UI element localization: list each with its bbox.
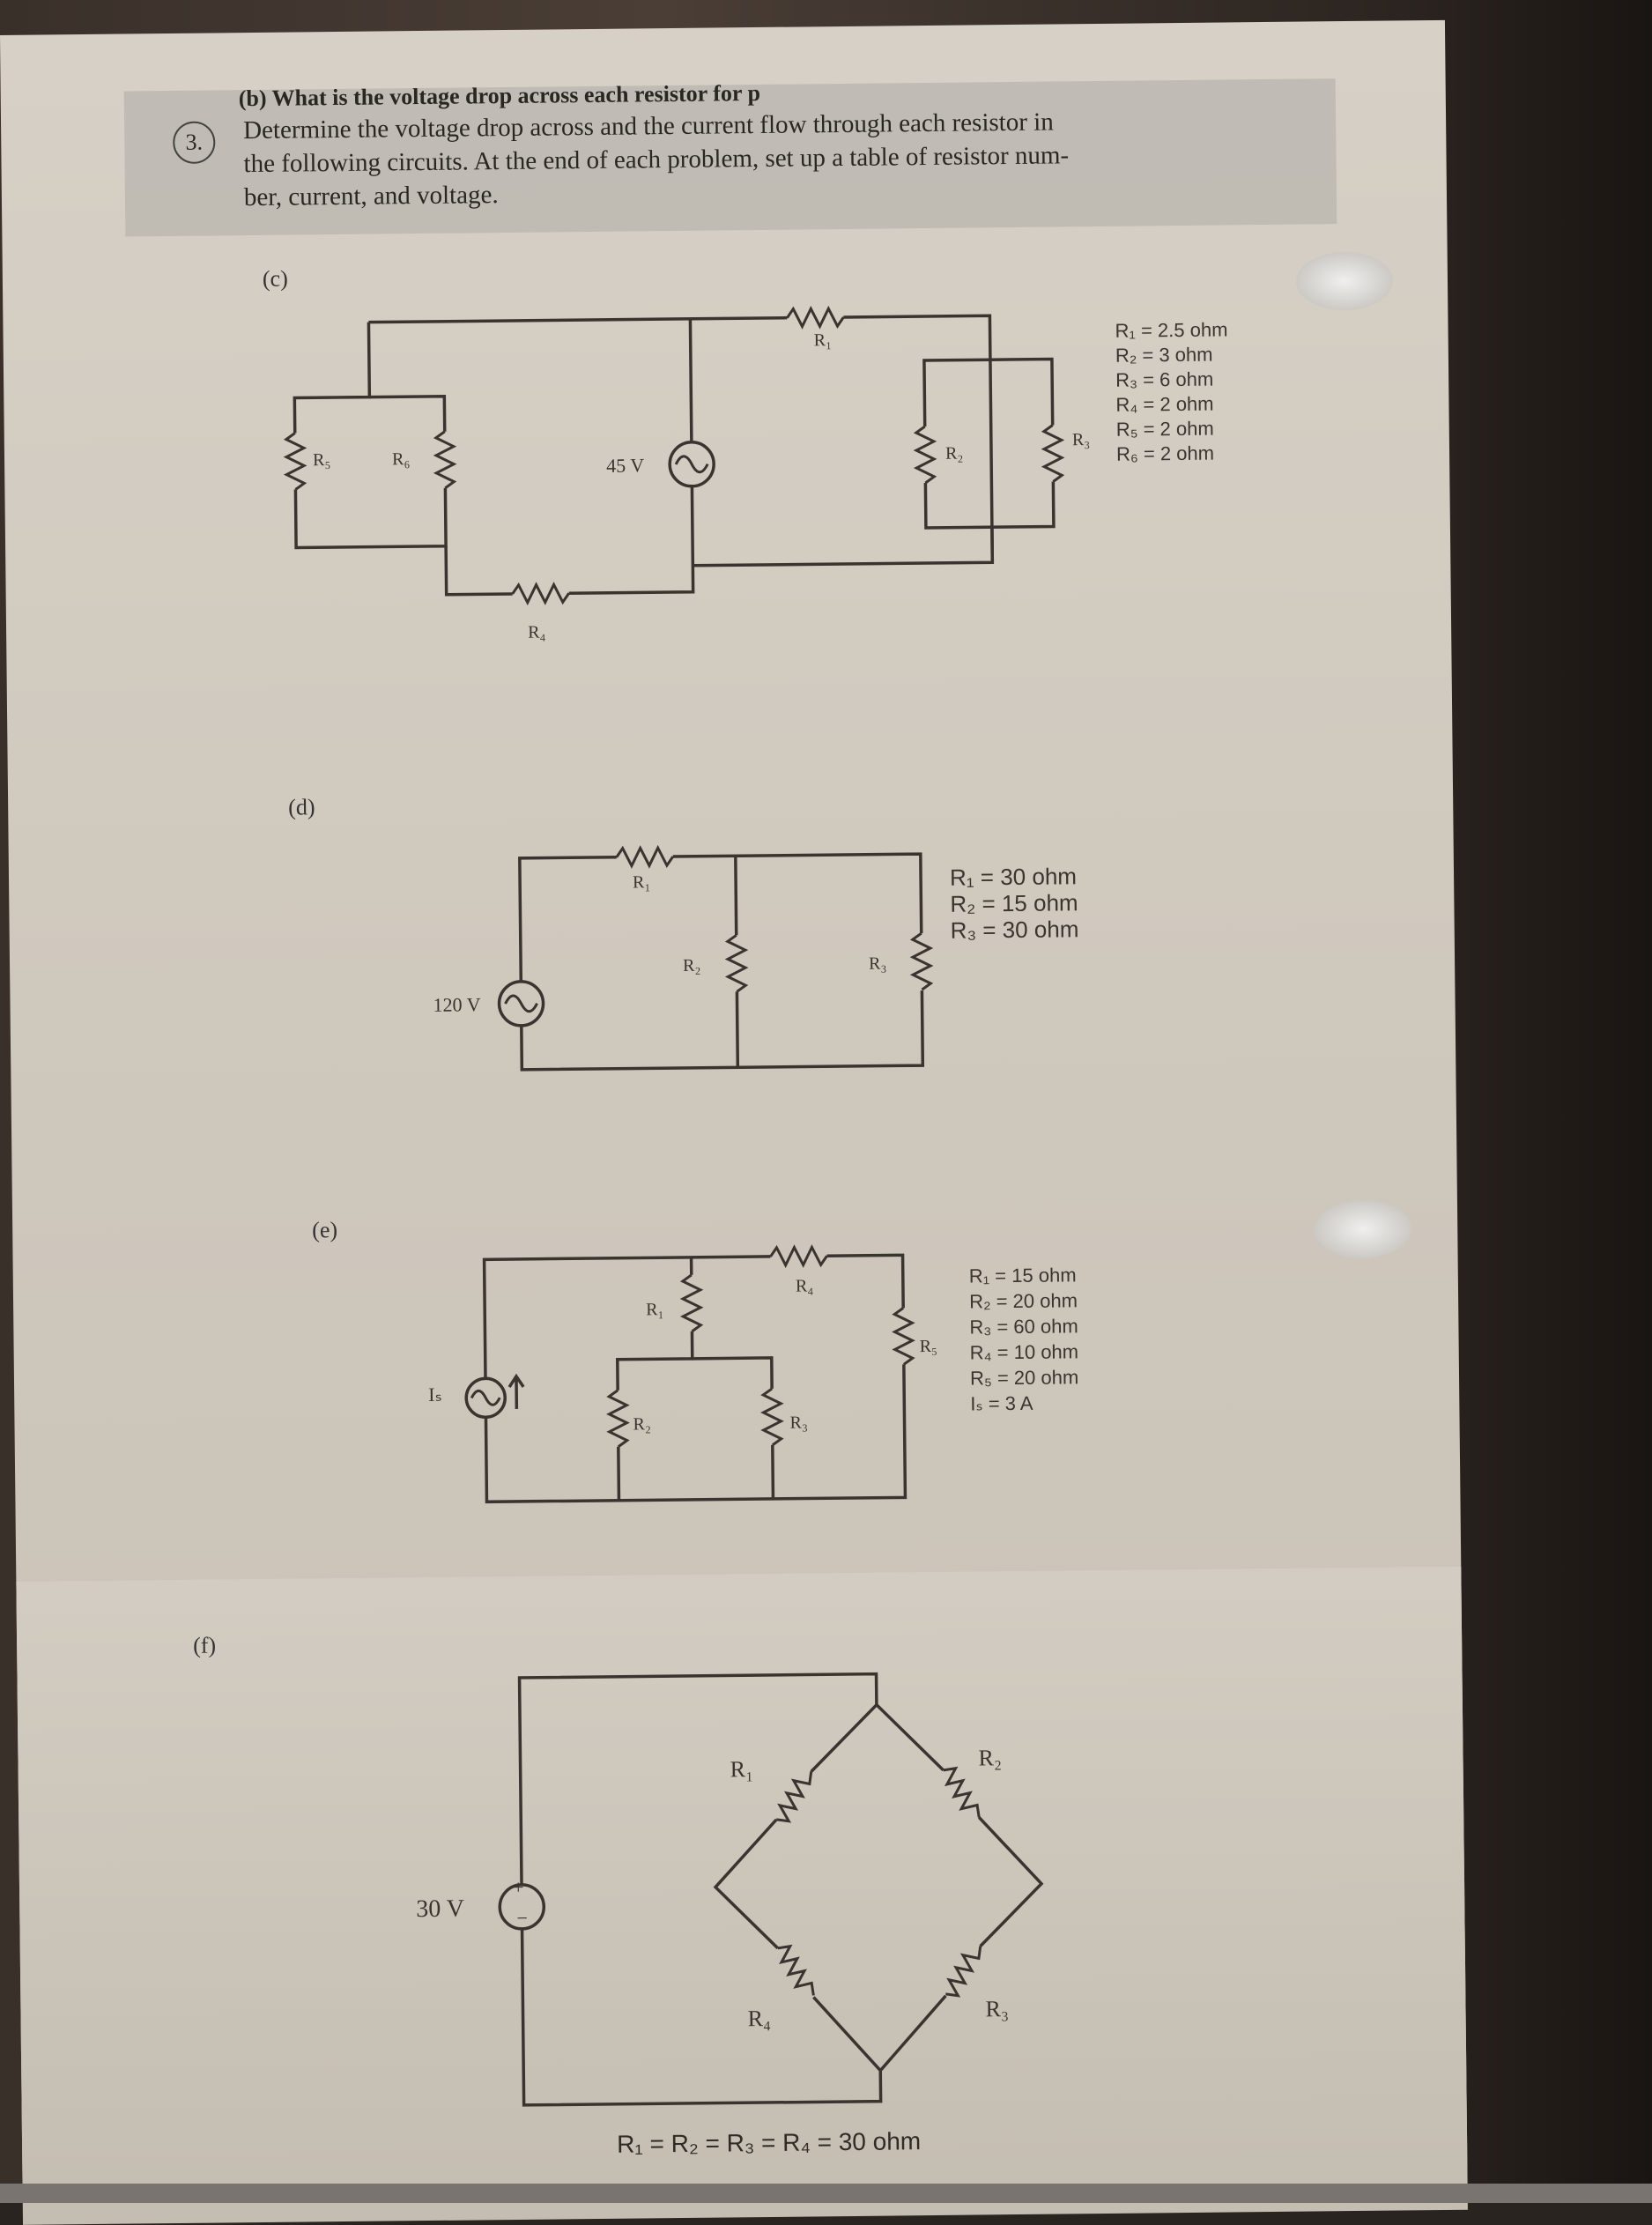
resistor-label: R₅ (313, 450, 331, 470)
source-label: 30 V (416, 1895, 464, 1924)
resistor-label: R₃ (789, 1413, 808, 1432)
resistor-label: R₃ (1072, 430, 1091, 449)
resistor-label: R₂ (633, 1414, 651, 1434)
source-label: 45 V (606, 454, 644, 476)
svg-text:−: − (516, 1907, 528, 1929)
svg-text:+: + (513, 1876, 524, 1898)
resistor-label: R₁ (633, 872, 651, 892)
resistor-label: R₁ (730, 1756, 754, 1782)
worksheet-page: (b) What is the voltage drop across each… (0, 19, 1468, 2225)
resistor-label: R₆ (392, 449, 411, 469)
circuit-d: R₁ R₂ R₃ 120 V (433, 844, 934, 1072)
circuit-diagrams: R₁ R₂ R₃ R₄ R₅ R₆ 45 V R₁ R₂ R₃ 120 V (283, 305, 1091, 2107)
resistor-label: R₂ (683, 956, 701, 975)
circuit-c: R₁ R₂ R₃ R₄ R₅ R₆ 45 V (283, 305, 1091, 642)
resistor-label: R₃ (869, 954, 887, 974)
desk-edge (0, 2184, 1652, 2203)
resistor-label: R₄ (796, 1276, 814, 1295)
circuit-e: R₁ R₂ R₃ R₄ R₅ Iₛ (428, 1244, 938, 1504)
resistor-label: R₁ (646, 1300, 664, 1319)
resistor-label: R₃ (985, 1996, 1009, 2021)
resistor-label: R₁ (814, 330, 833, 350)
circuit-f: + − R₁ R₂ R₃ R₄ 30 V (416, 1672, 1044, 2107)
resistor-label: R₂ (945, 444, 964, 464)
source-label: 120 V (433, 993, 480, 1016)
resistor-label: R₅ (920, 1337, 938, 1356)
resistor-label: R₄ (528, 623, 546, 642)
source-label: Iₛ (428, 1383, 442, 1405)
resistor-label: R₄ (747, 2006, 771, 2031)
resistor-label: R₂ (978, 1745, 1002, 1770)
